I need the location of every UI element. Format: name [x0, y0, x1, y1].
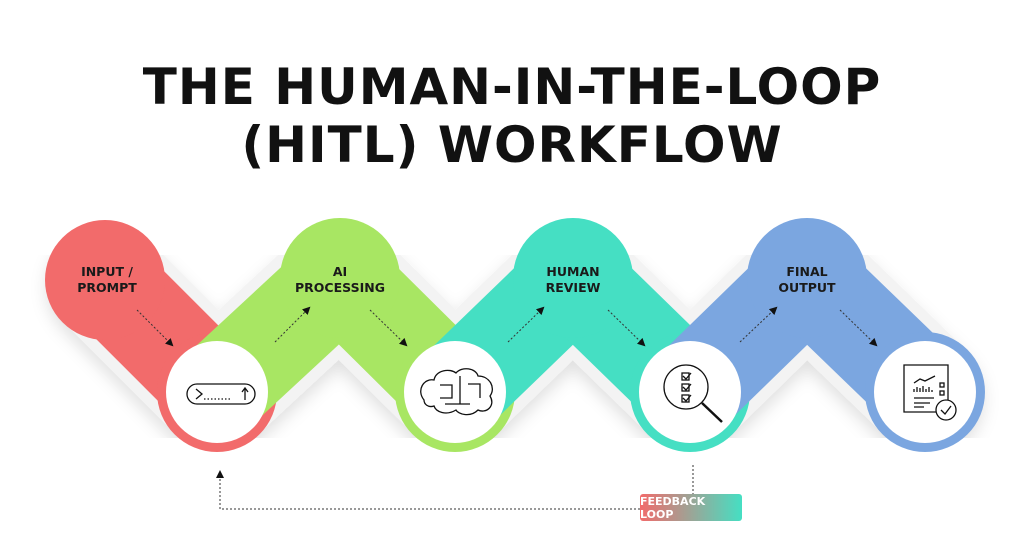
title-line-1: THE HUMAN-IN-THE-LOOP [142, 58, 882, 116]
step-4-label-line2: OUTPUT [778, 280, 836, 295]
prompt-input-icon [186, 383, 256, 405]
arrow-down-icon [136, 309, 174, 347]
step-1-top-circle [45, 220, 165, 340]
step-2-label-line2: PROCESSING [295, 280, 385, 295]
step-1-label-line2: PROMPT [77, 280, 137, 295]
checklist-magnifier-icon [663, 364, 723, 423]
title-line-2: (HITL) WORKFLOW [241, 116, 783, 174]
step-1-label-line1: INPUT / [81, 264, 133, 279]
feedback-loop-badge: FEEDBACK LOOP [640, 494, 742, 521]
feedback-loop-line [216, 465, 694, 510]
arrow-down-icon [607, 309, 646, 347]
arrow-down-icon [369, 309, 408, 347]
step-3-icon-circle [639, 341, 741, 443]
flow-arrows [136, 306, 878, 347]
arrow-up-icon [739, 306, 778, 343]
step-2-icon-circle [404, 341, 506, 443]
report-check-icon [903, 364, 957, 421]
step-3-label-line2: REVIEW [546, 280, 601, 295]
step-1-icon-circle [166, 341, 268, 443]
arrow-up-icon [507, 306, 545, 343]
arrow-up-icon [274, 306, 311, 343]
arrow-down-icon [839, 309, 878, 347]
brain-circuit-icon [420, 368, 493, 416]
step-4-label-line1: FINAL [786, 264, 827, 279]
step-2-label-line1: AI [333, 264, 347, 279]
step-3-label-line1: HUMAN [546, 264, 599, 279]
step-4-icon-circle [874, 341, 976, 443]
